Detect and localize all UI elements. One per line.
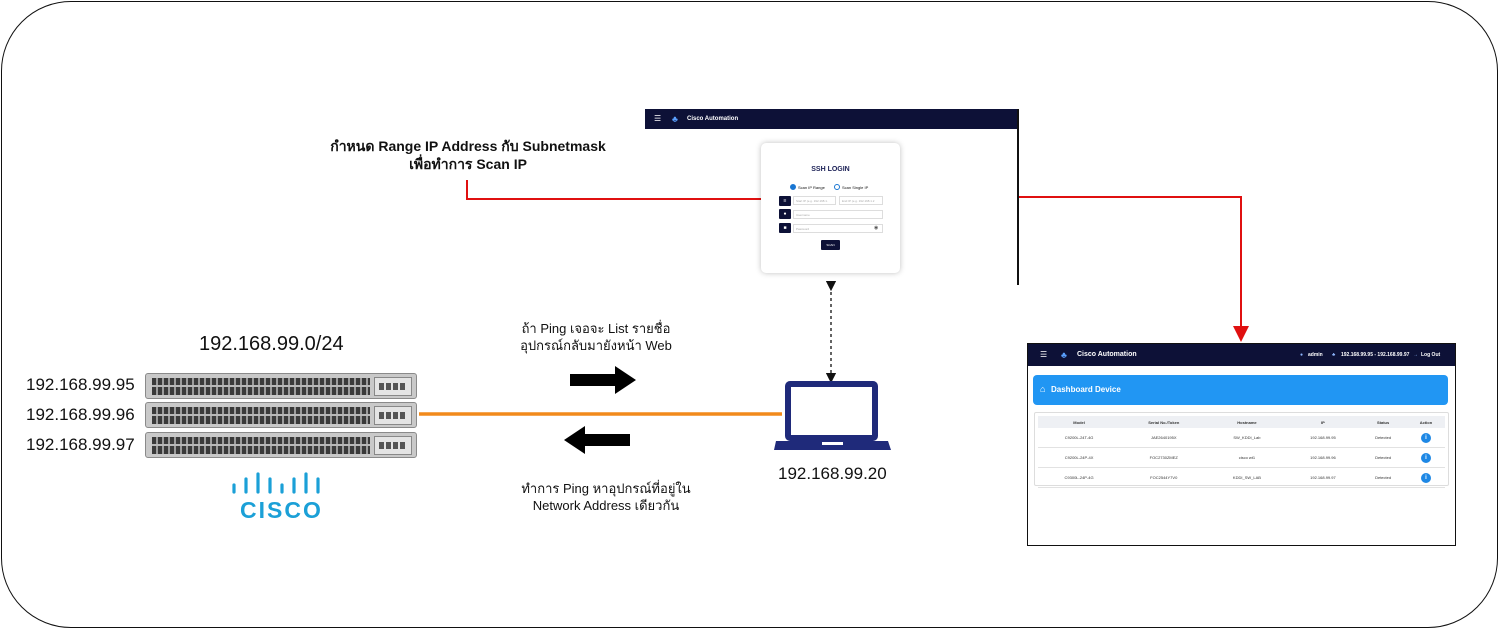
switch-3 (145, 432, 417, 458)
start-ip-input[interactable]: Start IP (e.g. 192.168.1. (793, 196, 836, 205)
cell-hostname: KDDI_SW_LAB (1207, 467, 1287, 488)
network-label: 192.168.99.0/24 (199, 333, 344, 355)
right-arrow (570, 366, 636, 394)
cell-model: C9300L-24P-4G (1038, 467, 1121, 488)
menu-icon[interactable]: ☰ (1040, 350, 1048, 359)
radio-dot-icon (834, 184, 840, 190)
radio-scan-range[interactable]: Scan IP Range (790, 184, 825, 190)
logout-icon: → (1413, 352, 1418, 358)
cell-action: i (1406, 467, 1445, 488)
ping-caption-line1: ทำการ Ping หาอุปกรณ์ที่อยู่ใน (521, 481, 691, 496)
table-row: C9300L-24P-4G FOC2544Y7V0 KDDI_SW_LAB 19… (1038, 467, 1445, 488)
dashboard-navbar: ☰ ♣ Cisco Automation ● admin ♣ 192.168.9… (1028, 344, 1455, 366)
radio-scan-single-label: Scan Single IP (842, 184, 869, 190)
user-icon: ● (1300, 352, 1304, 358)
username-input[interactable]: Username (793, 210, 883, 219)
scan-caption: กำหนด Range IP Address กับ Subnetmask เพ… (305, 137, 631, 173)
laptop-ip: 192.168.99.20 (778, 464, 887, 483)
eye-icon[interactable]: ◉ (874, 225, 879, 231)
switch-2 (145, 402, 417, 428)
nav-ip-range: 192.168.99.95 - 192.168.99.97 (1341, 352, 1410, 358)
lock-icon: ■ (779, 223, 791, 233)
scan-caption-line1: กำหนด Range IP Address กับ Subnetmask (330, 138, 606, 154)
cell-ip: 192.168.99.95 (1286, 428, 1360, 448)
ssh-login-title: SSH LOGIN (811, 166, 850, 173)
logout-link[interactable]: Log Out (1421, 352, 1441, 358)
dashboard-nav-title: Cisco Automation (1077, 351, 1137, 358)
home-icon: ⌂ (1040, 384, 1046, 394)
cell-serial: FOC2730ZMEZ (1120, 447, 1208, 468)
radio-scan-single[interactable]: Scan Single IP (834, 184, 868, 190)
cell-hostname: cisco wt1 (1207, 447, 1287, 468)
info-icon[interactable]: i (1420, 432, 1431, 443)
ping-caption-line2: Network Address เดียวกัน (532, 498, 680, 513)
cell-hostname: SW_KDDI_Lab (1207, 428, 1287, 448)
cell-status: Detected (1359, 447, 1407, 468)
dashboard-title: Dashboard Device (1051, 385, 1121, 394)
cell-ip: 192.168.99.96 (1286, 447, 1360, 468)
ssh-login-card: SSH LOGIN Scan IP Range Scan Single IP ≡… (761, 143, 900, 273)
end-ip-input[interactable]: End IP (e.g. 192.168.1.2 (839, 196, 883, 205)
info-icon[interactable]: i (1420, 452, 1431, 463)
dashboard-flow-arrow (1019, 196, 1249, 342)
laptop-icon (774, 381, 891, 450)
device-table-card: Model Serial No./Token Hostname IP Statu… (1034, 412, 1449, 488)
nav-user: admin (1308, 352, 1323, 358)
dashboard-header: ⌂ Dashboard Device (1033, 375, 1448, 405)
cell-ip: 192.168.99.97 (1286, 467, 1360, 488)
ip-range-icon: ≡ (779, 196, 791, 206)
cell-model: C9200L-24T-4G (1038, 428, 1121, 448)
column-header: IP (1286, 416, 1360, 428)
column-header: Hostname (1207, 416, 1287, 428)
cell-serial: FOC2544Y7V0 (1120, 467, 1208, 488)
table-header-row: Model Serial No./Token Hostname IP Statu… (1038, 416, 1445, 428)
switch-ip-1: 192.168.99.95 (26, 375, 135, 394)
radio-scan-range-label: Scan IP Range (798, 184, 825, 190)
network-icon: ♣ (1332, 352, 1336, 358)
login-navbar: ☰ ♣ Cisco Automation (645, 109, 1018, 129)
cell-serial: JAE2640195X (1120, 428, 1208, 448)
cell-action: i (1406, 428, 1445, 448)
cell-action: i (1406, 447, 1445, 468)
column-header: Serial No./Token (1120, 416, 1208, 428)
column-header: Status (1359, 416, 1407, 428)
info-icon[interactable]: i (1420, 472, 1431, 483)
column-header: Model (1038, 416, 1121, 428)
cisco-bars-icon (232, 472, 320, 494)
login-nav-title: Cisco Automation (687, 116, 739, 122)
column-header: Action (1406, 416, 1445, 428)
network-icon: ♣ (672, 114, 678, 124)
table-row: C9200L-24P-4X FOC2730ZMEZ cisco wt1 192.… (1038, 447, 1445, 468)
ping-caption: ทำการ Ping หาอุปกรณ์ที่อยู่ใน Network Ad… (496, 480, 716, 514)
cell-status: Detected (1359, 428, 1407, 448)
password-input[interactable]: Password (793, 224, 883, 233)
login-window-edge (1017, 109, 1019, 285)
scan-button[interactable]: SCAN (821, 240, 840, 250)
menu-icon[interactable]: ☰ (654, 114, 662, 123)
left-arrow (564, 426, 630, 454)
cell-model: C9200L-24P-4X (1038, 447, 1121, 468)
switch-ip-3: 192.168.99.97 (26, 435, 135, 454)
cisco-logo-text: CISCO (240, 497, 323, 523)
network-icon: ♣ (1061, 350, 1067, 360)
cell-status: Detected (1359, 467, 1407, 488)
scan-pointer-arrow (466, 180, 787, 207)
return-caption-line2: อุปกรณ์กลับมายังหน้า Web (520, 338, 672, 353)
return-caption-line1: ถ้า Ping เจอจะ List รายชื่อ (521, 321, 671, 336)
scan-caption-line2: เพื่อทำการ Scan IP (409, 156, 527, 172)
switch-1 (145, 373, 417, 399)
dashboard-window: ☰ ♣ Cisco Automation ● admin ♣ 192.168.9… (1027, 343, 1456, 546)
switch-ip-2: 192.168.99.96 (26, 405, 135, 424)
user-icon: ● (779, 209, 791, 219)
device-table: Model Serial No./Token Hostname IP Statu… (1038, 416, 1445, 488)
table-row: C9200L-24T-4G JAE2640195X SW_KDDI_Lab 19… (1038, 428, 1445, 448)
radio-dot-icon (790, 184, 796, 190)
return-caption: ถ้า Ping เจอจะ List รายชื่อ อุปกรณ์กลับม… (496, 320, 696, 354)
